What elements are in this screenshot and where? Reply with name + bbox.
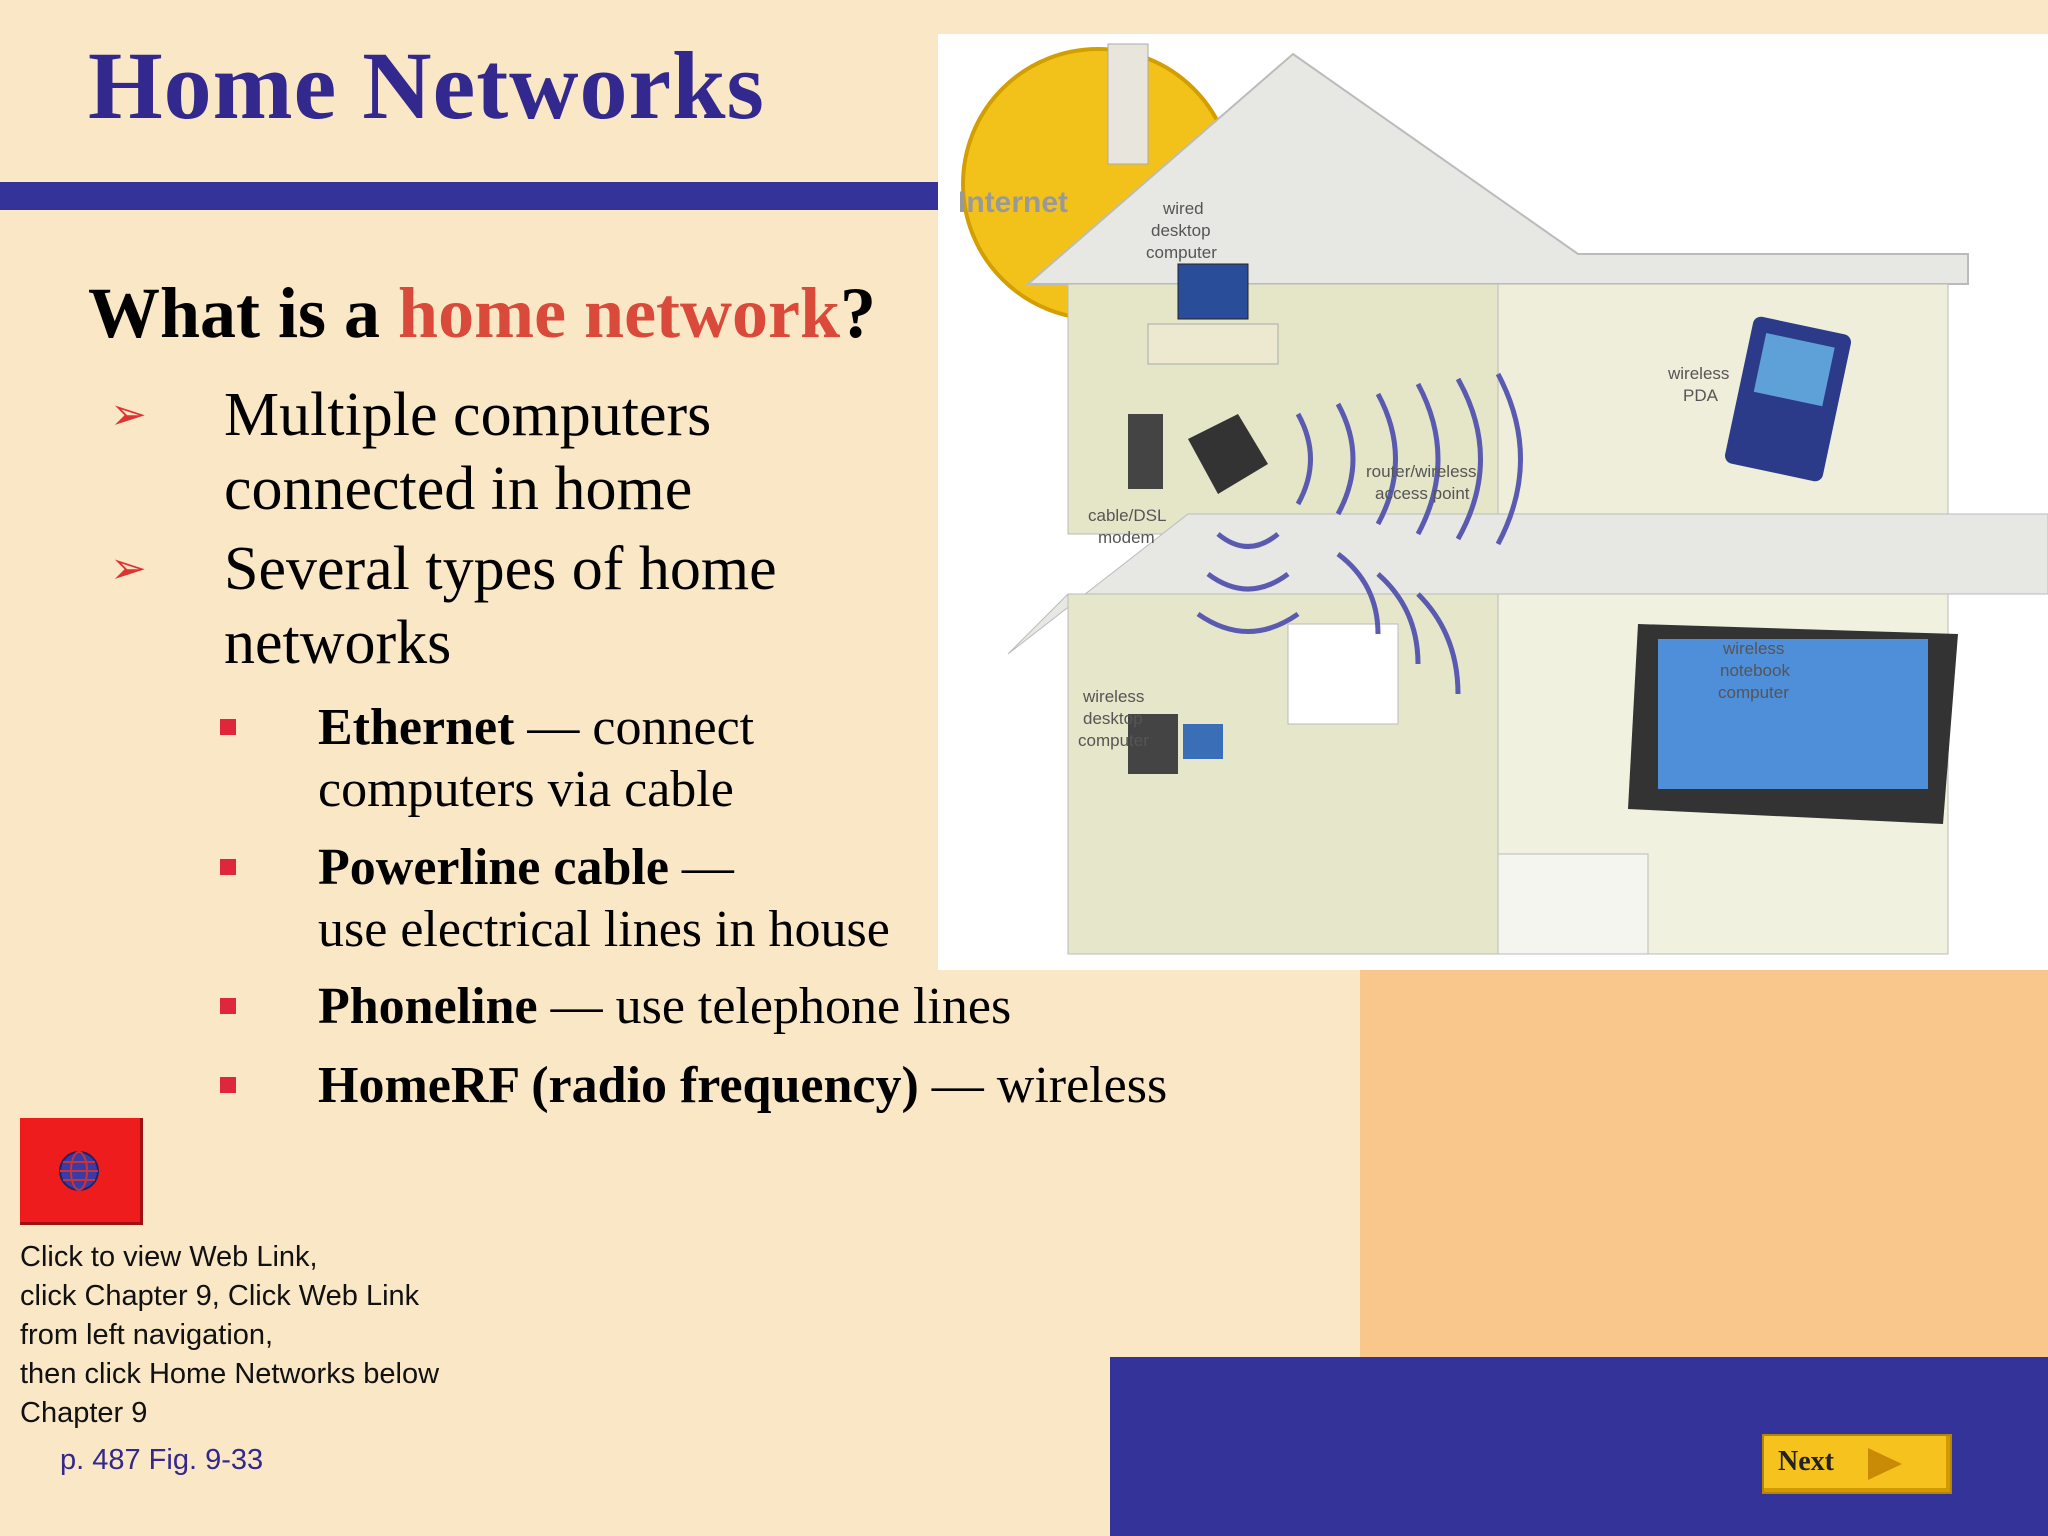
wireless-signal-arcs <box>1196 372 1523 695</box>
sub-bullet-term: Phoneline <box>318 978 538 1035</box>
web-link-button[interactable] <box>20 1118 143 1225</box>
house-diagram: Internet <box>958 43 2048 955</box>
router-icon <box>1188 414 1268 494</box>
orange-decor-panel <box>1360 970 2048 1370</box>
label-wireless-pda: PDA <box>1683 386 1719 405</box>
label-wireless-desktop: wireless <box>1082 687 1144 706</box>
square-bullet-icon <box>220 859 236 875</box>
label-router: access point <box>1375 484 1470 503</box>
bullet-line: Multiple computers <box>224 381 712 449</box>
figure-reference: p. 487 Fig. 9-33 <box>60 1444 264 1476</box>
modem-icon <box>1128 414 1163 489</box>
sub-bullet-text: — use telephone lines <box>537 978 1012 1035</box>
internet-label: Internet <box>958 186 1068 219</box>
note-line: click Chapter 9, Click Web Link <box>20 1280 420 1312</box>
note-line: from left navigation, <box>20 1319 274 1351</box>
sub-bullet-text: — <box>668 839 734 896</box>
bullet-line: networks <box>224 609 452 677</box>
square-bullet-icon <box>220 1077 236 1093</box>
title-underline-bar <box>0 182 940 210</box>
note-line: Click to view Web Link, <box>20 1241 318 1273</box>
question-highlight: home network <box>398 273 840 353</box>
note-line: then click Home Networks below <box>20 1358 440 1390</box>
label-wireless-pda: wireless <box>1667 364 1729 383</box>
label-wireless-notebook: computer <box>1718 683 1789 702</box>
arrow-bullet-icon: ➢ <box>110 544 147 593</box>
next-arrow-icon <box>1868 1448 1902 1480</box>
sub-bullet-text: — connect <box>514 699 755 756</box>
bullet-line: connected in home <box>224 455 693 523</box>
square-bullet-icon <box>220 998 236 1014</box>
bullet-line: Several types of home <box>224 535 777 603</box>
question-suffix: ? <box>840 273 876 353</box>
sub-bullet-term: Ethernet <box>318 699 515 756</box>
question-prefix: What is a <box>88 273 399 353</box>
note-line: Chapter 9 <box>20 1397 148 1429</box>
sub-bullet-term: HomeRF (radio frequency) <box>318 1057 919 1114</box>
next-button[interactable]: Next <box>1762 1434 1952 1494</box>
next-label: Next <box>1778 1446 1834 1477</box>
square-bullet-icon <box>220 719 236 735</box>
label-wireless-notebook: notebook <box>1720 661 1790 680</box>
sub-bullet-text: computers via cable <box>318 761 734 818</box>
label-wired-desktop: desktop <box>1151 221 1211 240</box>
web-link-instructions: Click to view Web Link, click Chapter 9,… <box>20 1238 439 1433</box>
home-network-illustration: Internet <box>938 34 2048 970</box>
label-modem: modem <box>1098 528 1155 547</box>
slide-title: Home Networks <box>88 32 765 139</box>
label-wired-desktop: wired <box>1162 199 1204 218</box>
sub-bullet-text: — wireless <box>918 1057 1168 1114</box>
label-wireless-desktop: desktop <box>1083 709 1143 728</box>
sub-bullet-text: use electrical lines in house <box>318 901 890 958</box>
question-heading: What is a home network? <box>88 272 876 355</box>
label-router: router/wireless <box>1366 462 1477 481</box>
globe-icon <box>59 1151 99 1191</box>
sub-bullet-term: Powerline cable <box>318 839 669 896</box>
arrow-bullet-icon: ➢ <box>110 390 147 439</box>
label-wired-desktop: computer <box>1146 243 1217 262</box>
label-wireless-notebook: wireless <box>1722 639 1784 658</box>
label-wireless-desktop: computer <box>1078 731 1149 750</box>
label-modem: cable/DSL <box>1088 506 1166 525</box>
